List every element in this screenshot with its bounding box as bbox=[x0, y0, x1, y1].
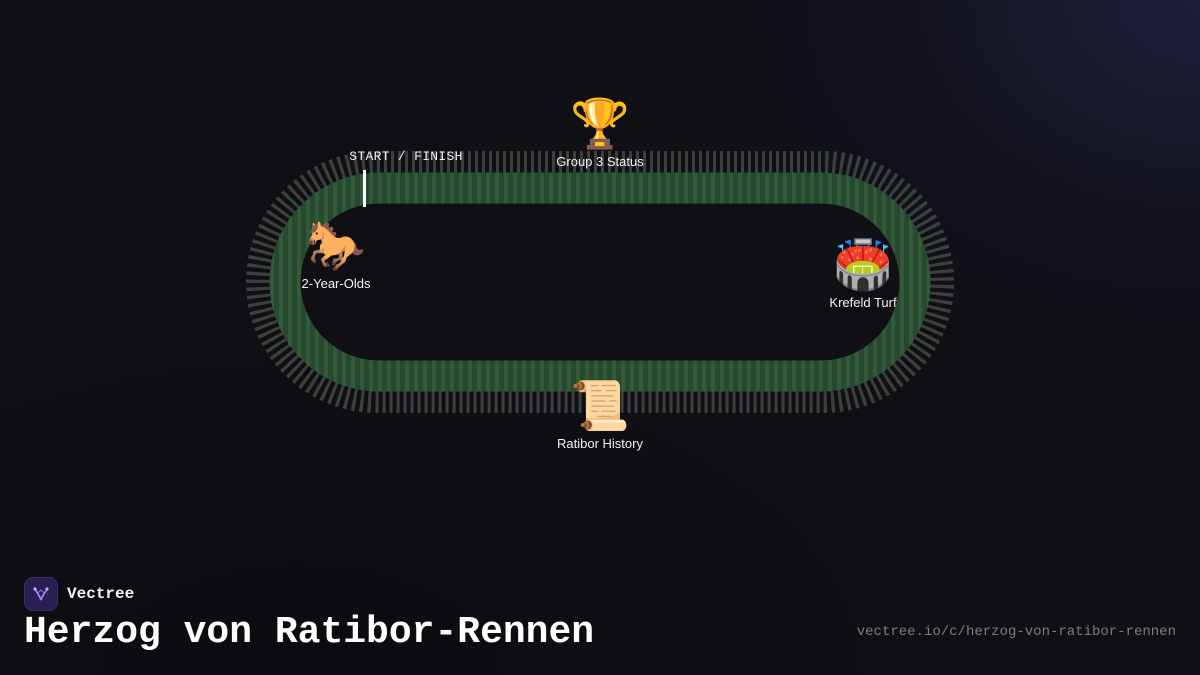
marker-label: Group 3 Status bbox=[556, 154, 644, 169]
page-title: Herzog von Ratibor-Rennen bbox=[24, 611, 595, 654]
marker-label: 2-Year-Olds bbox=[301, 276, 371, 291]
horse-icon: 🐎 bbox=[306, 218, 366, 274]
start-finish-label: START / FINISH bbox=[349, 149, 463, 164]
marker-label: Krefeld Turf bbox=[829, 295, 897, 310]
trophy-icon: 🏆 bbox=[570, 96, 630, 152]
stadium-icon: 🏟️ bbox=[833, 237, 893, 293]
marker-group-3-status: 🏆 Group 3 Status bbox=[556, 96, 643, 170]
track-turf bbox=[269, 172, 931, 392]
brand-name: Vectree bbox=[67, 585, 135, 603]
vectree-logo-svg bbox=[33, 587, 49, 601]
vectree-logo-icon bbox=[24, 577, 58, 611]
marker-krefeld-turf: 🏟️ Krefeld Turf bbox=[829, 237, 896, 311]
page-url[interactable]: vectree.io/c/herzog-von-ratibor-rennen bbox=[856, 624, 1176, 640]
brand[interactable]: Vectree bbox=[24, 577, 134, 611]
marker-ratibor-history: 📜 Ratibor History bbox=[557, 378, 643, 452]
marker-2-year-olds: 🐎 2-Year-Olds bbox=[302, 218, 371, 292]
marker-label: Ratibor History bbox=[557, 436, 643, 451]
track-outer-edge bbox=[246, 151, 954, 413]
scroll-icon: 📜 bbox=[570, 378, 630, 434]
